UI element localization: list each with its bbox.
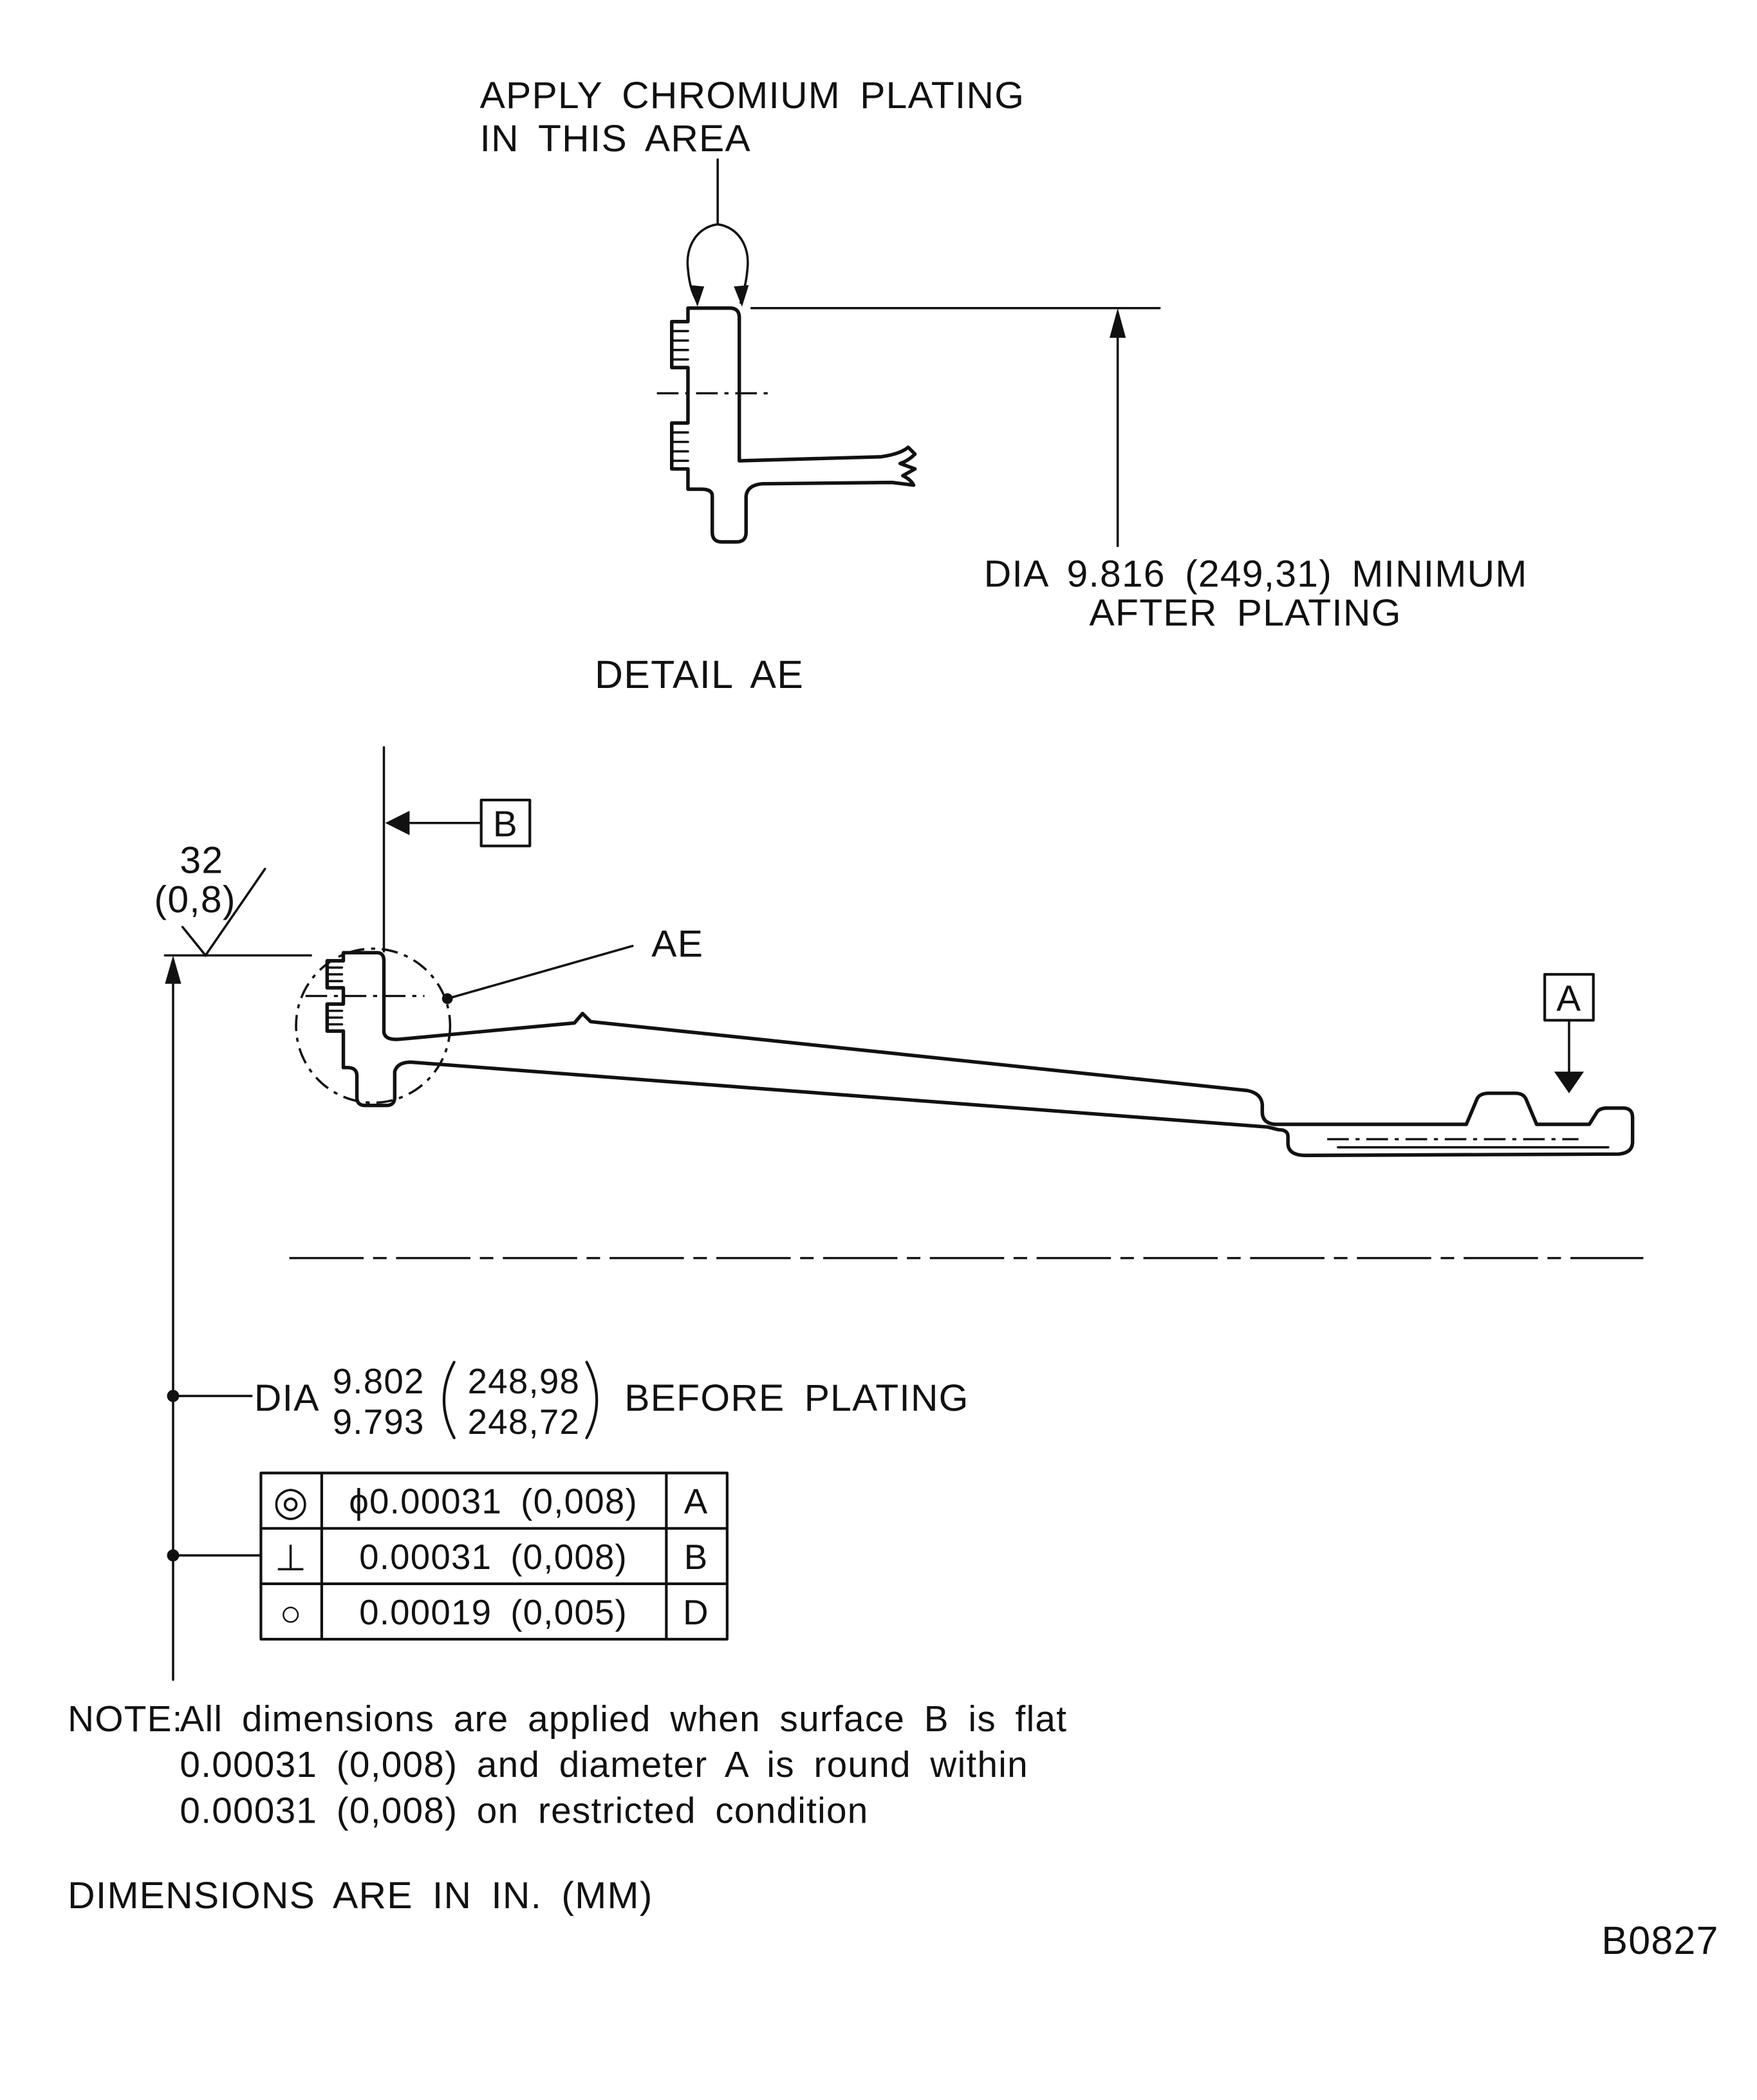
- concentricity-symbol-icon: ◎: [273, 1479, 308, 1524]
- figure-code: B0827: [1601, 1919, 1718, 1962]
- table-row: ⊥ 0.00031 (0,008) B: [275, 1538, 709, 1579]
- datum-ref: B: [684, 1538, 709, 1577]
- datum-ref: D: [683, 1593, 709, 1632]
- note-label: NOTE:: [68, 1699, 183, 1740]
- detail-view: APPLY CHROMIUM PLATING IN THIS AREA DIA …: [480, 75, 1528, 696]
- dia-after-line2: AFTER PLATING: [1090, 592, 1402, 634]
- dia-suffix: BEFORE PLATING: [624, 1377, 969, 1419]
- table-row: ○ 0.00019 (0,005) D: [279, 1593, 709, 1634]
- datum-b-label: B: [493, 804, 518, 845]
- dia-mm-upper: 248,98: [468, 1362, 581, 1401]
- ae-callout: AE: [442, 924, 703, 1005]
- datum-b-triangle: [385, 810, 410, 835]
- detail-caption: DETAIL AE: [595, 653, 804, 696]
- dim-up-arrow: [1110, 308, 1126, 338]
- surface-finish-value: 32: [180, 839, 223, 881]
- flange-serration-hatch: [327, 966, 344, 1026]
- big-paren-right: [585, 1361, 599, 1440]
- table-border: [259, 1471, 729, 1641]
- dia-after-dimension: DIA 9.816 (249,31) MINIMUM AFTER PLATING: [750, 306, 1528, 634]
- plating-arrow-right: [734, 285, 749, 307]
- vertical-dim-up-arrow: [165, 955, 181, 984]
- detail-serration-hatch: [670, 330, 689, 462]
- vertical-dimension: [165, 955, 261, 1681]
- note-line-2: 0.00031 (0,008) and diameter A is round …: [180, 1745, 1028, 1785]
- detail-part-outline: [670, 306, 917, 544]
- plating-arrow-left: [689, 285, 705, 307]
- main-view: B 32 (0,8): [154, 746, 1644, 1681]
- datum-ref: A: [684, 1482, 709, 1521]
- surface-finish-mm: (0,8): [154, 878, 236, 920]
- dia-in-upper: 9.802: [333, 1362, 425, 1401]
- detail-part: [656, 306, 917, 544]
- units-note: DIMENSIONS ARE IN IN. (MM): [68, 1875, 653, 1917]
- datum-a-label: A: [1556, 979, 1581, 1019]
- tolerance-value: ϕ0.00031 (0,008): [349, 1482, 638, 1521]
- plating-callout: APPLY CHROMIUM PLATING IN THIS AREA: [480, 75, 1025, 307]
- dia-mm-lower: 248,72: [468, 1402, 581, 1442]
- shaft-part: [289, 947, 1644, 1259]
- perpendicularity-symbol-icon: ⊥: [275, 1538, 306, 1579]
- dia-prefix: DIA: [254, 1377, 320, 1419]
- roundness-symbol-icon: ○: [279, 1594, 301, 1634]
- plating-note-line1: APPLY CHROMIUM PLATING: [480, 75, 1025, 116]
- tolerance-value: 0.00031 (0,008): [359, 1538, 628, 1577]
- tolerance-value: 0.00019 (0,005): [359, 1593, 628, 1632]
- dia-in-lower: 9.793: [333, 1402, 425, 1442]
- detail-boundary-circle: [295, 947, 452, 1104]
- datum-b-box: [479, 798, 532, 848]
- tolerance-table: ◎ ϕ0.00031 (0,008) A ⊥ 0.00031 (0,008) B…: [259, 1471, 729, 1641]
- datum-a-flag: A: [1543, 972, 1595, 1093]
- ae-leader-line: [446, 945, 634, 1000]
- dia-before-dimension: DIA 9.802 9.793 248,98 248,72 BEFORE PLA…: [254, 1361, 969, 1442]
- note-line-1: All dimensions are applied when surface …: [180, 1699, 1067, 1740]
- note-line-3: 0.00031 (0,008) on restricted condition: [180, 1791, 868, 1832]
- note-block: NOTE: All dimensions are applied when su…: [68, 1699, 1067, 1832]
- plating-note-line2: IN THIS AREA: [480, 118, 751, 160]
- table-row: ◎ ϕ0.00031 (0,008) A: [273, 1479, 709, 1524]
- ae-label: AE: [651, 924, 703, 965]
- surface-finish-symbol: 32 (0,8): [154, 839, 312, 958]
- shaft-outline: [325, 951, 1635, 1158]
- datum-b-flag: B: [382, 746, 532, 953]
- dia-after-line1: DIA 9.816 (249,31) MINIMUM: [984, 553, 1528, 595]
- datum-a-triangle: [1554, 1072, 1585, 1093]
- big-paren-left: [442, 1361, 456, 1440]
